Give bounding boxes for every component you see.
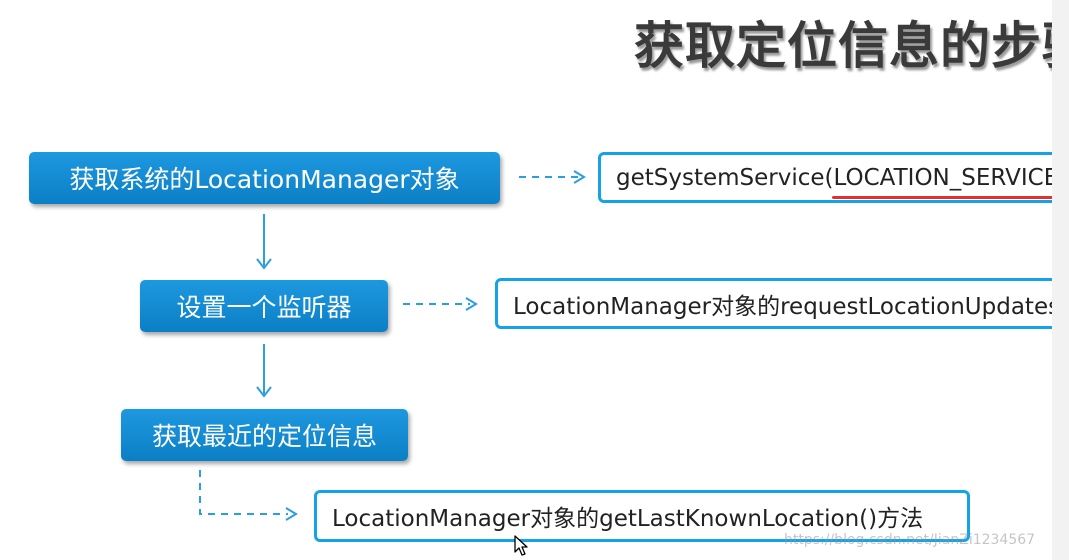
step-3-detail: LocationManager对象的getLastKnownLocation()… — [314, 490, 970, 542]
step-2-detail: LocationManager对象的requestLocationUpdates… — [495, 278, 1052, 329]
red-underline — [832, 196, 1052, 199]
slide-title: 获取定位信息的步骤 — [634, 17, 1052, 75]
step-2-set-listener: 设置一个监听器 — [140, 280, 388, 332]
arrowhead-down-2 — [256, 386, 272, 398]
step-3-get-last-location: 获取最近的定位信息 — [121, 409, 408, 461]
arrowhead-1 — [573, 170, 586, 184]
arrowhead-down-1 — [256, 258, 272, 270]
step-1-detail: getSystemService(LOCATION_SERVICE) — [598, 152, 1052, 203]
arrowhead-3 — [285, 507, 298, 521]
mouse-pointer-icon — [514, 535, 528, 556]
watermark: https://blog.csdn.net/JianZi1234567 — [784, 532, 1036, 548]
arrowhead-2 — [465, 297, 478, 311]
step-1-get-location-manager: 获取系统的LocationManager对象 — [29, 152, 500, 204]
screen-edge — [1052, 0, 1069, 560]
connector-elbow — [199, 470, 288, 515]
